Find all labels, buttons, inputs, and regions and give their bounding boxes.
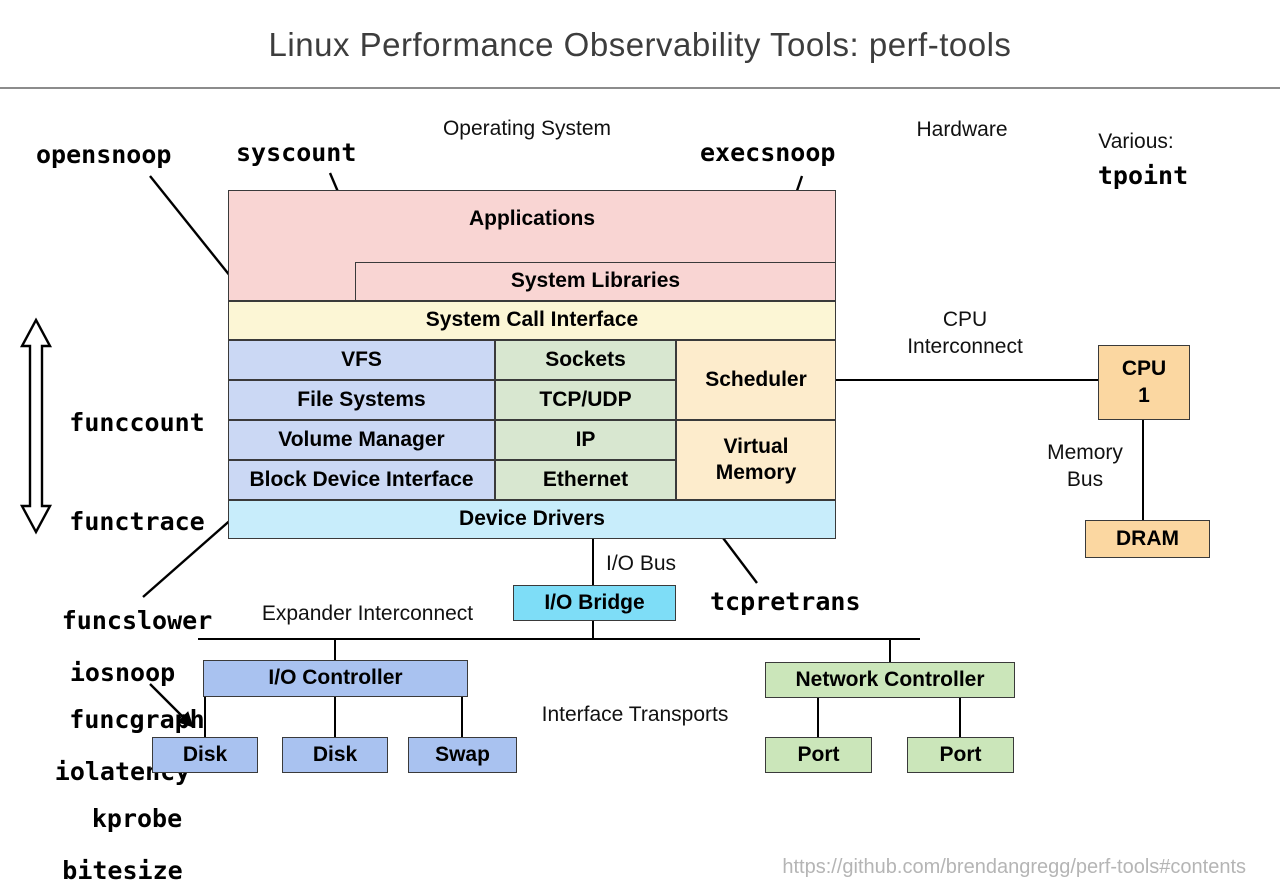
source-url: https://github.com/brendangregg/perf-too… [782,856,1246,878]
network-controller-label: Network Controller [795,667,985,691]
system-call-interface-label: System Call Interface [425,308,639,332]
swap-label: Swap [435,742,490,766]
tool-execsnoop: execsnoop [700,138,836,167]
system-call-interface-box: System Call Interface [228,301,836,340]
virtual-memory-label: Virtual Memory [715,434,797,484]
ethernet-label: Ethernet [542,467,629,491]
cpu-box: CPU 1 [1098,345,1190,420]
cpu-interconnect-label: CPU Interconnect [907,308,1023,358]
vfs-label: VFS [341,347,382,371]
io-bus-label: I/O Bus [606,552,677,575]
hardware-label: Hardware [916,118,1008,141]
tool-opensnoop: opensnoop [36,140,172,169]
system-libraries-label: System Libraries [510,269,681,293]
swap-box: Swap [408,737,517,773]
volume-manager-label: Volume Manager [278,427,445,451]
disk2-label: Disk [312,742,358,766]
tool-functrace: functrace [69,507,205,536]
tool-funcslower: funcslower [61,606,213,635]
volume-manager-box: Volume Manager [228,420,495,460]
tool-group-kernel: funccount functrace funcslower funcgraph… [27,340,247,896]
dram-label: DRAM [1116,526,1179,550]
tool-tpoint: tpoint [1097,161,1189,190]
tool-iosnoop: iosnoop [69,658,176,687]
port1-label: Port [797,742,840,766]
tcp-udp-label: TCP/UDP [539,387,632,411]
device-drivers-label: Device Drivers [459,507,605,531]
tool-kprobe: kprobe [91,804,183,833]
sockets-label: Sockets [545,347,626,371]
tool-tcpretrans: tcpretrans [710,587,861,616]
tool-bitesize: bitesize [62,856,183,885]
system-libraries-box: System Libraries [355,262,836,301]
cpu-label: CPU 1 [1121,357,1167,407]
io-controller-box: I/O Controller [203,660,468,697]
applications-label: Applications [468,207,595,230]
file-systems-box: File Systems [228,380,495,420]
page-title: Linux Performance Observability Tools: p… [268,26,1012,63]
expander-interconnect-label: Expander Interconnect [261,602,474,625]
sockets-box: Sockets [495,340,676,380]
network-controller-box: Network Controller [765,662,1015,698]
scheduler-box: Scheduler [676,340,836,420]
disk1-box: Disk [152,737,258,773]
tool-syscount: syscount [236,138,357,167]
ip-box: IP [495,420,676,460]
io-controller-label: I/O Controller [268,666,403,690]
virtual-memory-box: Virtual Memory [676,420,836,500]
port2-box: Port [907,737,1014,773]
io-bridge-box: I/O Bridge [513,585,676,621]
ip-label: IP [575,427,596,451]
disk2-box: Disk [282,737,388,773]
tool-funcgraph: funcgraph [69,705,205,734]
various-label: Various: [1098,130,1174,153]
block-device-interface-box: Block Device Interface [228,460,495,500]
vfs-box: VFS [228,340,495,380]
file-systems-label: File Systems [297,387,426,411]
disk1-label: Disk [182,742,228,766]
dram-box: DRAM [1085,520,1210,558]
device-drivers-box: Device Drivers [228,500,836,539]
block-device-interface-label: Block Device Interface [249,467,474,491]
memory-bus-label: Memory Bus [1047,441,1123,491]
tcp-udp-box: TCP/UDP [495,380,676,420]
interface-transports-label: Interface Transports [541,703,729,726]
ethernet-box: Ethernet [495,460,676,500]
title-divider [0,87,1280,89]
io-bridge-label: I/O Bridge [544,590,645,614]
operating-system-label: Operating System [442,117,612,140]
port2-label: Port [939,742,982,766]
tool-funccount: funccount [69,408,205,437]
scheduler-label: Scheduler [705,367,807,391]
port1-box: Port [765,737,872,773]
